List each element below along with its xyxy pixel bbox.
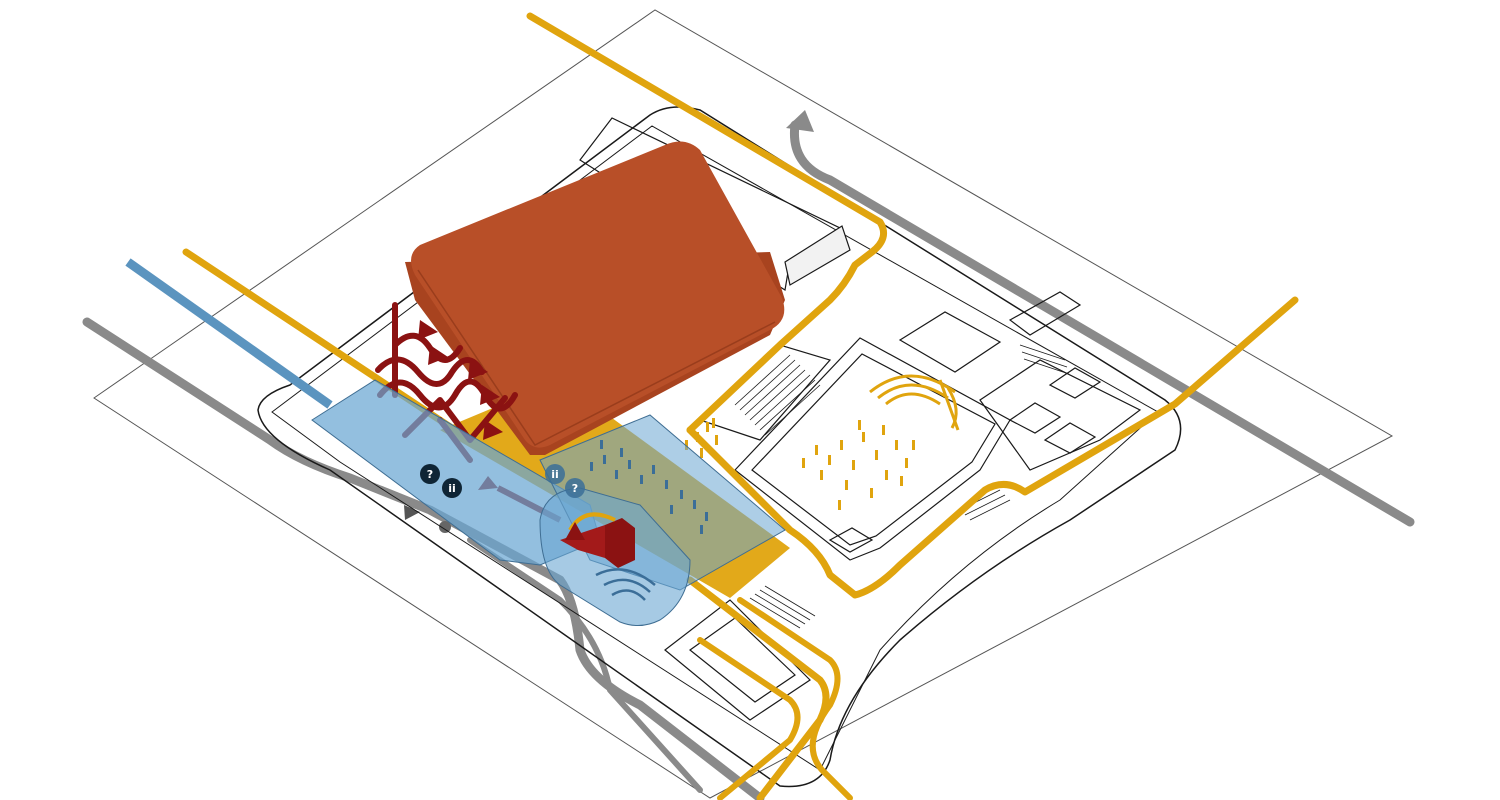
footprint-east-blocks [979,359,1142,471]
yellow-route-north-to-south [526,12,888,434]
yellow-pedestrian-routes [182,12,1299,800]
amphitheater-seating [869,374,960,431]
west-crowd [685,418,718,458]
gray-route-node [439,521,451,533]
yellow-route-south-2 [737,597,853,800]
central-red-structure [560,512,635,568]
building-footprints [579,117,1142,721]
svg-text:?: ? [427,468,433,481]
footprint-sw-building [664,599,811,721]
gray-route-arrow-north [786,110,814,132]
blue-amphitheater [595,568,656,601]
footprint-east-block-c [1043,422,1097,454]
courtyard-crowd [802,420,915,510]
footprint-courtyard-inner [751,353,996,546]
orange-volume-edge [417,269,776,446]
orange-volume-top [411,141,785,448]
footprint-east-block-a [1048,367,1102,399]
footprint-north-building-shadow [784,225,851,286]
svg-text:?: ? [572,482,578,495]
site-boundary [257,106,1182,788]
svg-text:ii: ii [551,468,559,481]
gray-route-south [82,317,765,800]
footprint-north-block [898,311,1002,373]
info-icon: ii [545,464,565,484]
site-boundary-inner [271,125,1159,771]
yellow-route-south-3 [697,637,801,800]
footprint-south-pavilion [828,527,874,553]
orange-building-volume [405,141,785,455]
people-icon: ii [442,478,462,498]
site-base-plane [93,9,1394,799]
blue-route [125,258,333,409]
footprint-ne-block [1008,291,1082,336]
yellow-route-courtyard-loop [686,296,1299,599]
footprint-sw-building-inner [689,617,796,703]
gray-road-routes [82,120,1415,800]
gray-route-inner [467,537,703,793]
info-icon: ? [420,464,440,484]
gray-route-north [789,120,1415,527]
blue-crowd [590,440,708,534]
stair-hatching [734,344,1070,629]
svg-text:ii: ii [448,482,456,495]
footprint-east-block-b [1008,402,1062,434]
people-icon: ? [565,478,585,498]
gray-route-arrow-south [404,505,420,520]
footprint-central-courtyard [734,337,1011,561]
